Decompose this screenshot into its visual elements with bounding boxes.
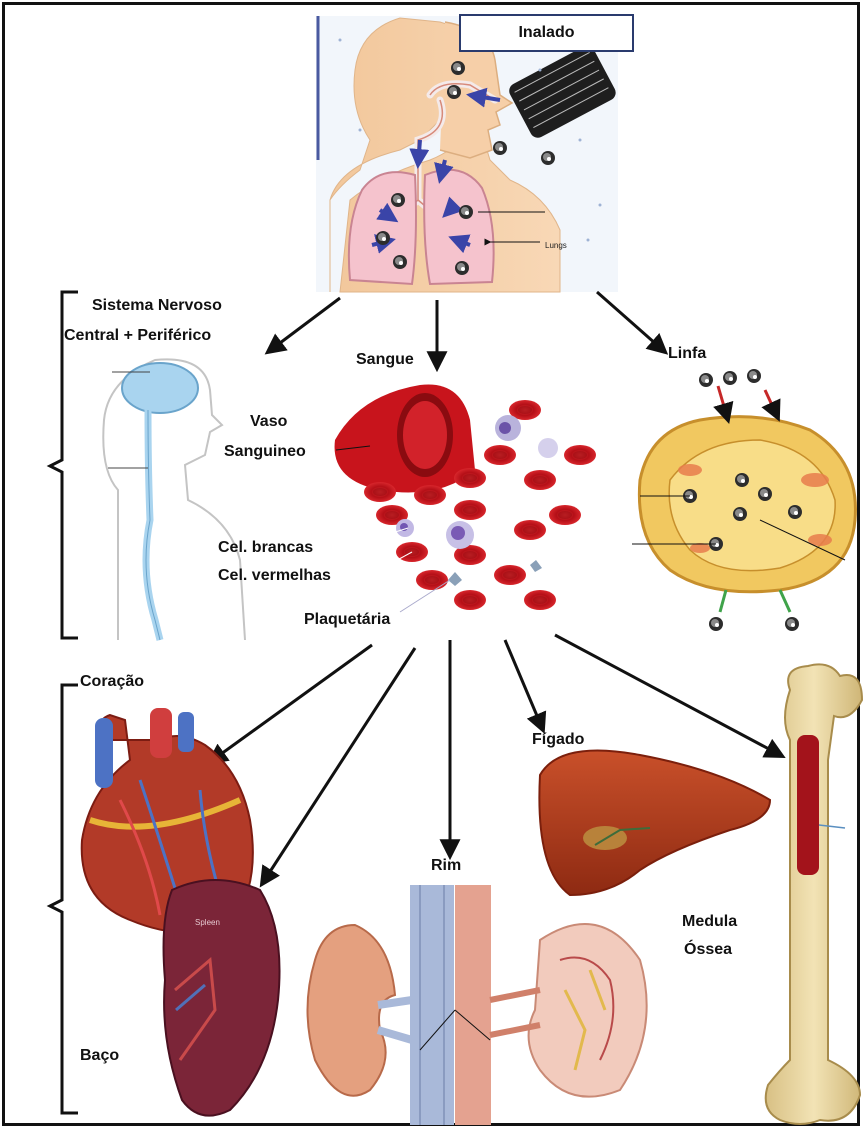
kidney-icon bbox=[308, 885, 647, 1125]
blood-cells-icon bbox=[335, 384, 596, 612]
vessel-label-1: Vaso bbox=[250, 412, 287, 432]
blood-label: Sangue bbox=[356, 350, 414, 370]
platelet-label: Plaquetária bbox=[304, 610, 390, 630]
white-cells-label: Cel. brancas bbox=[218, 538, 313, 558]
nervous-system-illustration bbox=[103, 359, 245, 640]
bone-marrow-label-2: Óssea bbox=[684, 940, 732, 960]
organs-bracket bbox=[50, 685, 78, 1113]
vessel-label-2: Sanguineo bbox=[224, 442, 306, 462]
spleen-inner-label: Spleen bbox=[195, 918, 220, 927]
liver-icon bbox=[539, 751, 770, 896]
particle-icon bbox=[493, 141, 507, 155]
spleen-icon: Spleen bbox=[164, 880, 280, 1116]
nervous-system-label-1: Sistema Nervoso bbox=[92, 296, 222, 316]
nervous-system-label-2: Central + Periférico bbox=[64, 326, 211, 346]
spleen-label: Baço bbox=[80, 1046, 119, 1066]
lymph-label: Linfa bbox=[668, 344, 706, 364]
inhaled-label-box: Inalado bbox=[459, 14, 634, 52]
femur-icon bbox=[766, 664, 862, 1124]
lymph-node-icon bbox=[632, 369, 855, 631]
liver-label: Fígado bbox=[532, 730, 584, 750]
inhalation-illustration bbox=[316, 16, 618, 292]
flow-arrows-top bbox=[268, 292, 665, 368]
brain-icon bbox=[122, 363, 198, 413]
inhaled-label: Inalado bbox=[518, 24, 574, 41]
lungs-label: Lungs bbox=[545, 236, 567, 256]
flow-arrows-blood bbox=[210, 635, 782, 884]
red-cells-label: Cel. vermelhas bbox=[218, 566, 331, 586]
bone-marrow-label-1: Medula bbox=[682, 912, 737, 932]
heart-label: Coração bbox=[80, 672, 144, 692]
kidney-label: Rim bbox=[431, 856, 461, 876]
